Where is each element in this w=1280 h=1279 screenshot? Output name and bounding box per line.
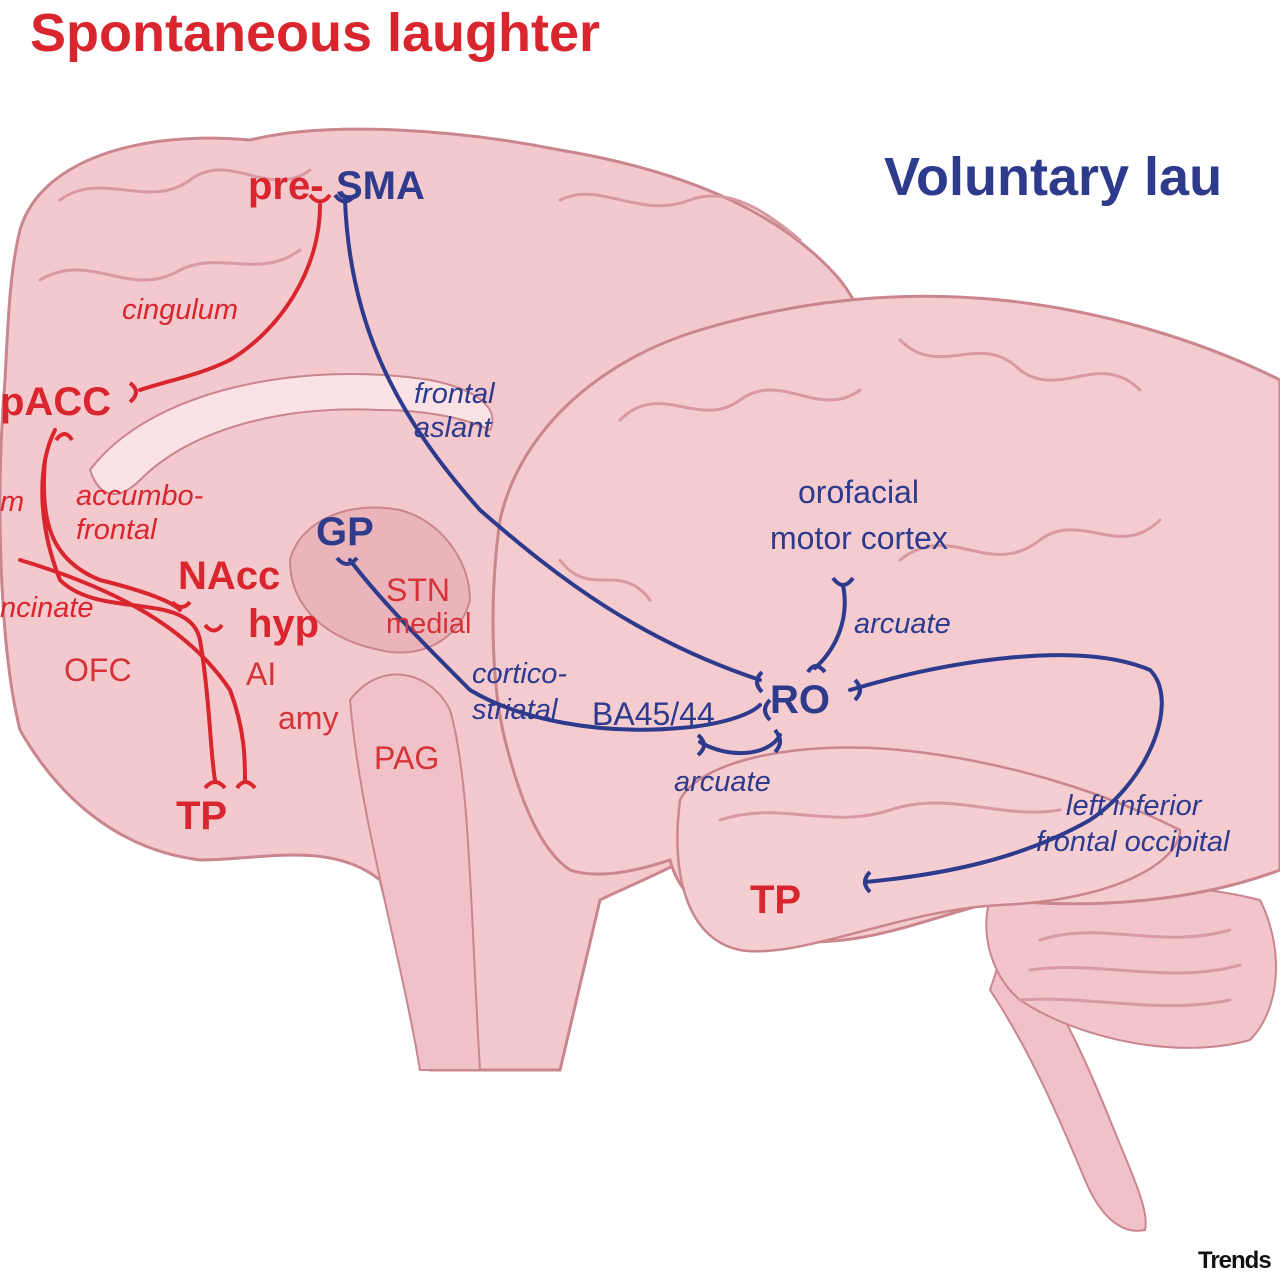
uncinate-tract (18, 558, 247, 782)
orofacial-label-1: orofacial (798, 474, 919, 510)
thalamus (288, 506, 472, 654)
cortico-striatal-tract (348, 558, 762, 732)
cingulum-tract (138, 203, 322, 392)
arcuate-upper-label: arcuate (854, 608, 951, 640)
ba-label: BA45/44 (592, 696, 715, 732)
m-partial-label: m (0, 486, 25, 518)
lifo-label-2: frontal occipital (1036, 826, 1230, 858)
nacc-label: NAcc (178, 554, 281, 598)
pacc-label: pACC (0, 380, 112, 424)
sma-label: SMA (336, 164, 425, 208)
lifo-tract (848, 653, 1164, 884)
frontal-aslant-label-2: aslant (414, 412, 492, 444)
accumbo-label-2: frontal (76, 514, 157, 546)
frontal-aslant-label-1: frontal (414, 378, 495, 410)
arcuate-upper-tract (813, 583, 847, 670)
pre-label: pre- (248, 164, 324, 208)
voluntary-laughter-title: Voluntary lau (884, 147, 1223, 207)
orofacial-label-2: motor cortex (770, 520, 948, 556)
hyp-label: hyp (248, 602, 320, 646)
spontaneous-laughter-title: Spontaneous laughter (30, 3, 601, 63)
cortico-striatal-label-2: striatal (472, 694, 558, 726)
amy-label: amy (278, 700, 339, 736)
ai-label: AI (246, 656, 277, 692)
temporal-lobe (676, 746, 1182, 953)
voluntary-pathways (343, 198, 1164, 884)
ofc-label: OFC (64, 652, 132, 688)
cingulum-label: cingulum (122, 294, 239, 326)
uncinate-label: ncinate (0, 592, 94, 624)
gp-label: GP (316, 510, 374, 554)
tp-right-label: TP (750, 878, 802, 922)
ro-label: RO (770, 678, 830, 722)
pag-label: PAG (374, 740, 440, 776)
arcuate-lower-label: arcuate (674, 766, 771, 798)
accumbo-label-1: accumbo- (76, 480, 204, 512)
gyri-lines (38, 168, 1242, 1008)
tp-left-label: TP (176, 794, 228, 838)
corpus-callosum (88, 373, 494, 495)
stn-label: STN (386, 572, 450, 608)
voluntary-terminals (333, 193, 872, 894)
cortico-striatal-label-1: cortico- (472, 658, 568, 690)
accumbo-tract (41, 458, 182, 612)
medial-label: medial (386, 608, 472, 640)
spontaneous-terminals (54, 193, 332, 790)
lifo-label-1: left inferior (1066, 790, 1202, 822)
midbrain (348, 673, 482, 1071)
arcuate-lower-tract (698, 733, 782, 756)
spontaneous-pathways (18, 203, 322, 782)
journal-credit: Trends (1198, 1247, 1272, 1274)
frontal-aslant-tract (343, 198, 762, 682)
